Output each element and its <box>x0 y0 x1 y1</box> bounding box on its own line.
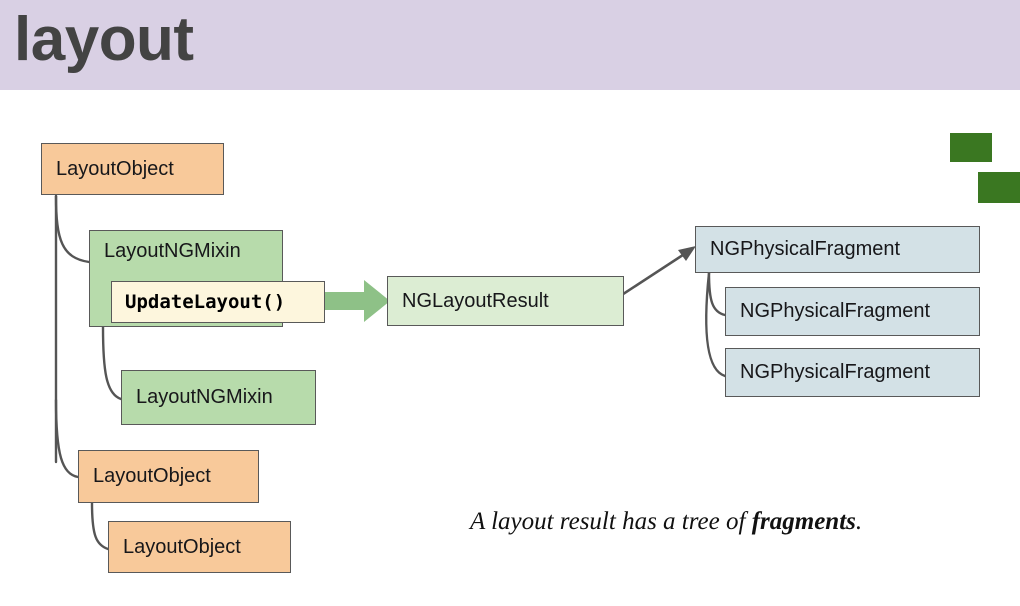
node-label: NGPhysicalFragment <box>710 238 901 260</box>
connector-root-to-object2 <box>54 398 80 479</box>
node-ng-physical-fragment-1[interactable]: NGPhysicalFragment <box>695 226 980 273</box>
corner-mark-upper-icon <box>950 133 992 162</box>
connector-fragment1-to-fragment2 <box>707 271 727 317</box>
node-layout-ng-mixin-2[interactable]: LayoutNGMixin <box>121 370 316 425</box>
node-layout-object-root[interactable]: LayoutObject <box>41 143 224 195</box>
node-label: NGPhysicalFragment <box>740 361 931 383</box>
node-label: NGLayoutResult <box>402 289 549 312</box>
caption-emphasis: fragments <box>751 508 856 535</box>
node-label: LayoutObject <box>93 465 211 487</box>
node-ng-physical-fragment-2[interactable]: NGPhysicalFragment <box>725 287 980 336</box>
caption-prefix: A layout result has a tree of <box>470 508 752 535</box>
node-label: UpdateLayout() <box>125 291 286 313</box>
node-label: LayoutNGMixin <box>136 386 273 408</box>
node-ng-layout-result[interactable]: NGLayoutResult <box>387 276 624 326</box>
slide-caption: A layout result has a tree of fragments. <box>470 508 862 536</box>
node-label: NGPhysicalFragment <box>740 300 931 322</box>
node-ng-physical-fragment-3[interactable]: NGPhysicalFragment <box>725 348 980 397</box>
node-label: LayoutObject <box>56 157 174 180</box>
node-label: LayoutNGMixin <box>104 240 241 262</box>
connector-mixin1-to-mixin2 <box>101 325 123 401</box>
flow-arrow-icon <box>324 280 390 322</box>
node-layout-object-2[interactable]: LayoutObject <box>78 450 259 503</box>
connector-fragment1-to-fragment3 <box>705 271 727 378</box>
corner-mark-lower-icon <box>978 172 1020 203</box>
node-layout-object-3[interactable]: LayoutObject <box>108 521 291 573</box>
node-label: LayoutObject <box>123 535 241 558</box>
connector-root-to-mixin1 <box>54 194 91 264</box>
caption-suffix: . <box>855 508 863 535</box>
node-update-layout-method[interactable]: UpdateLayout() <box>111 281 325 323</box>
page-title: layout <box>14 5 194 74</box>
connector-object2-to-object3 <box>90 501 110 551</box>
slide-header-band <box>0 0 1020 90</box>
